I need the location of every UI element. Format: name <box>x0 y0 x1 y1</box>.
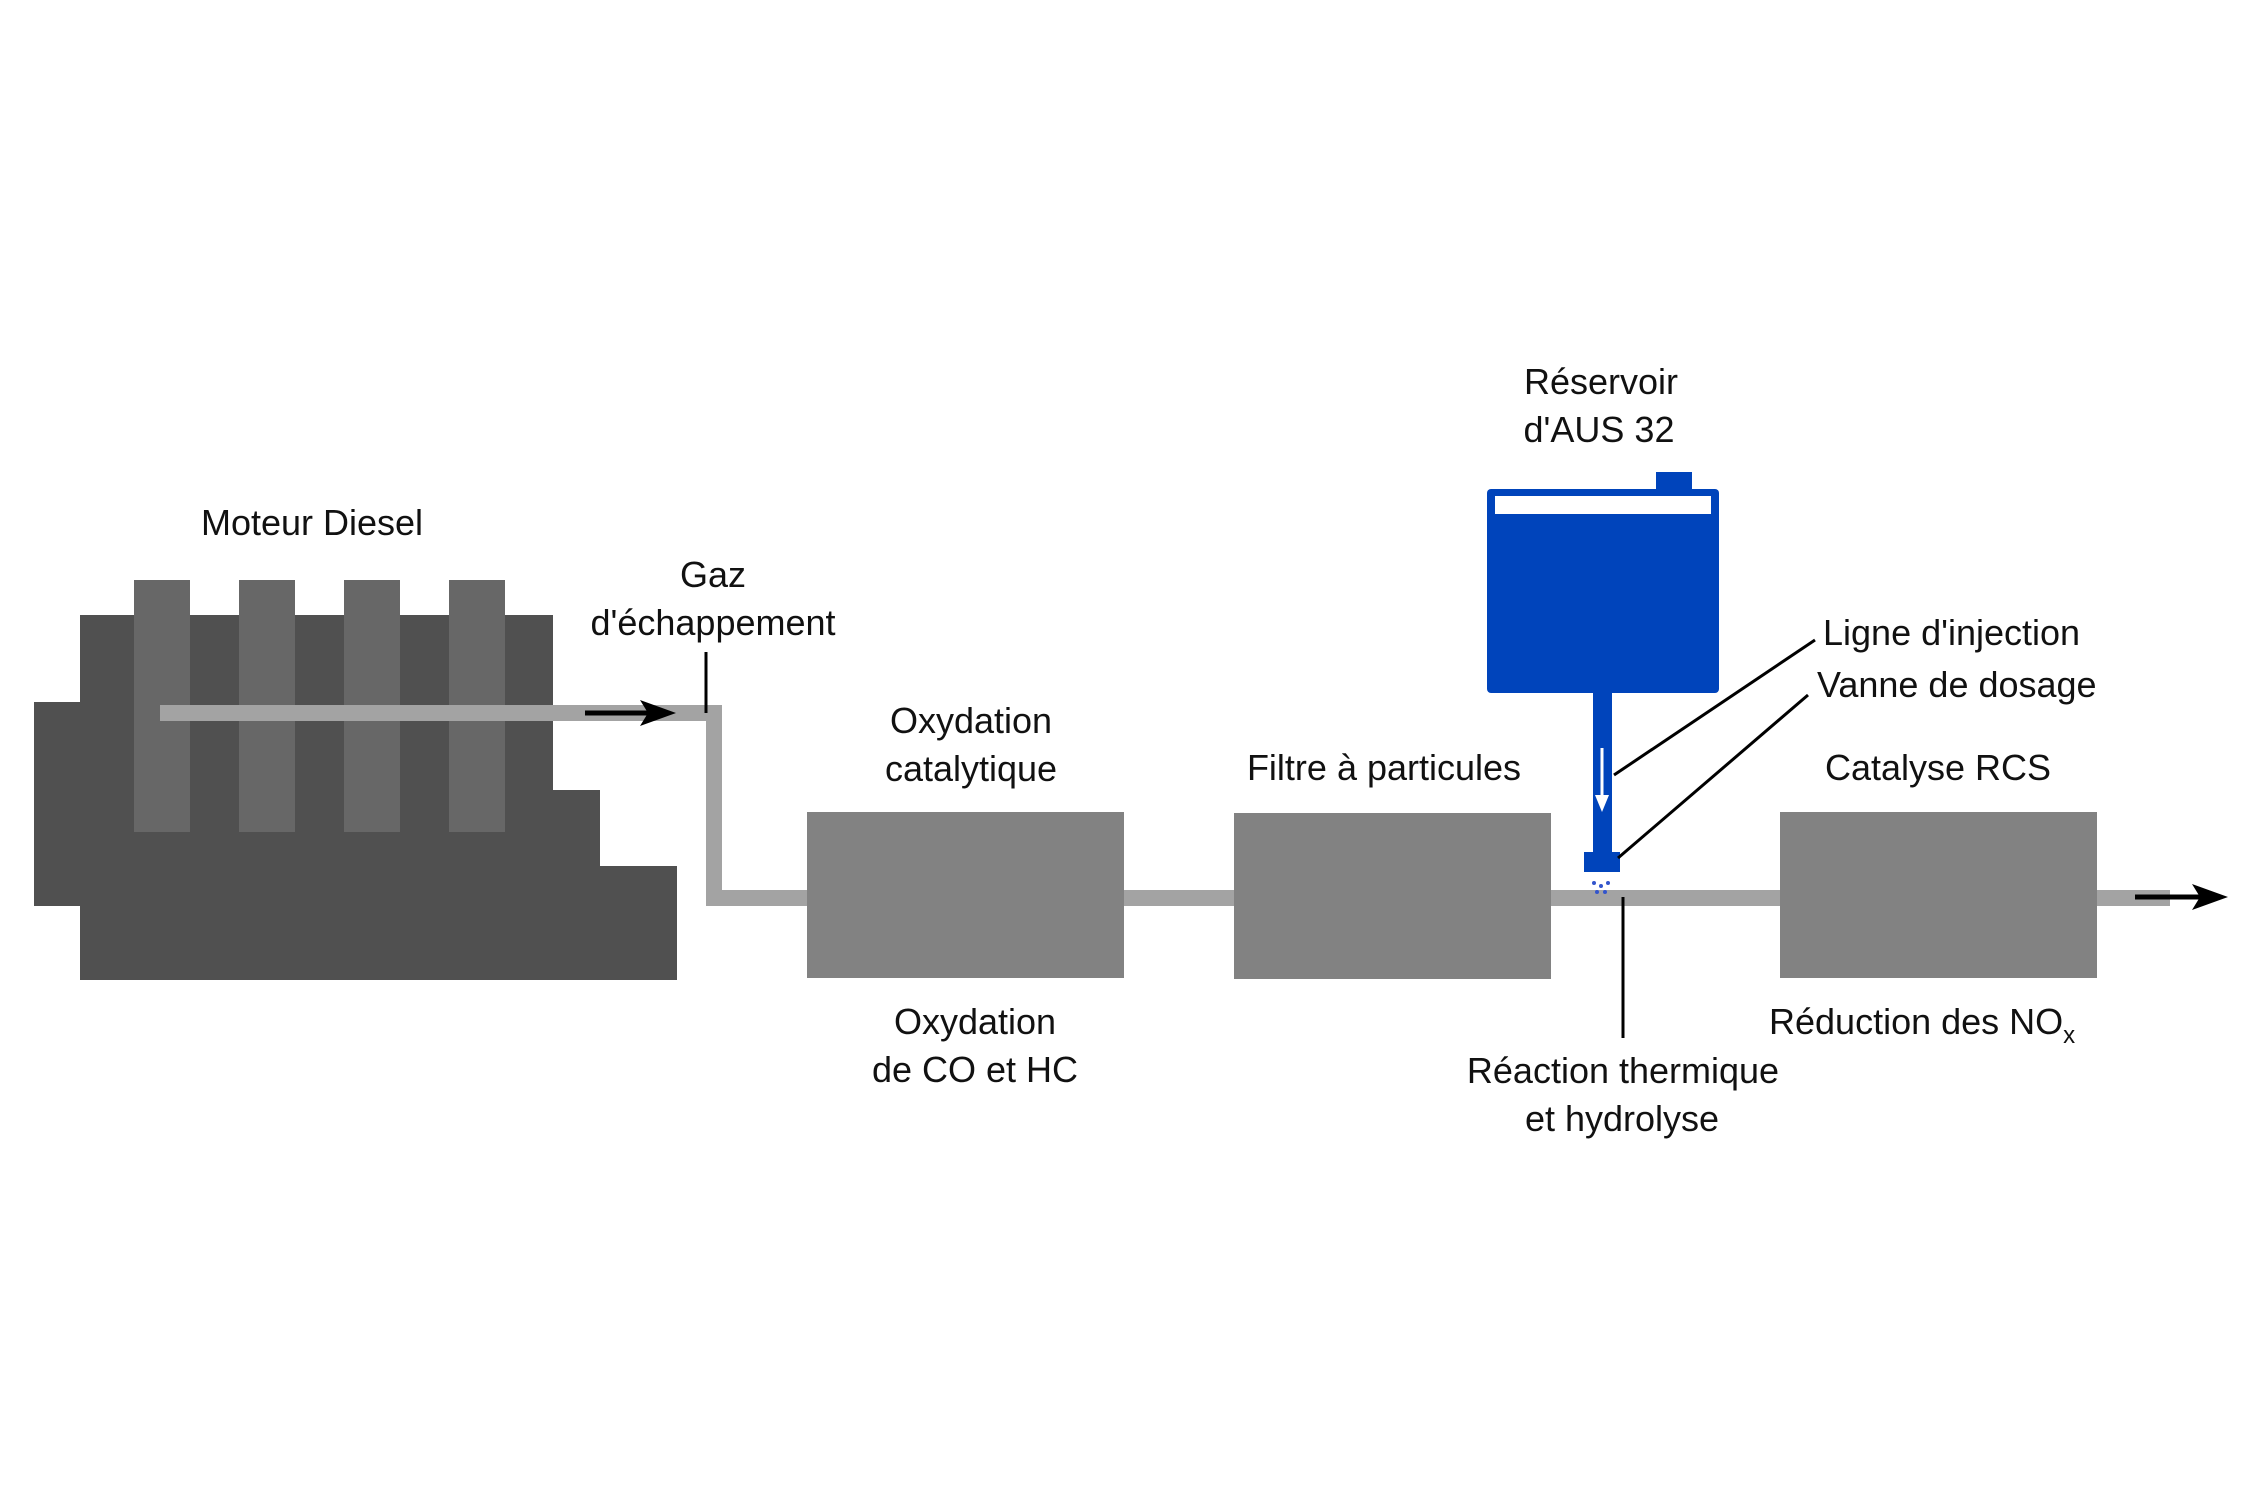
scr-catalyst-block <box>1780 812 2097 978</box>
dosing-valve-leader <box>1617 693 1809 860</box>
oxidation-catalyst-label-line2: catalytique <box>885 748 1057 789</box>
exhaust-gas-label-line2: d'échappement <box>590 602 835 643</box>
thermal-reaction-label-line1: Réaction thermique <box>1467 1050 1779 1091</box>
oxidation-catalyst-label-line1: Oxydation <box>890 700 1052 741</box>
tank-body <box>1487 489 1719 693</box>
dosing-valve-label: Vanne de dosage <box>1817 664 2097 705</box>
exhaust-gas-label-line1: Gaz <box>680 554 746 595</box>
diesel-engine <box>34 580 677 980</box>
tank-label-line2: d'AUS 32 <box>1524 409 1675 450</box>
nox-reduction-main: Réduction des NO <box>1769 1001 2063 1042</box>
injection-line-leader <box>1613 638 1816 777</box>
particulate-filter-label: Filtre à particules <box>1247 747 1521 788</box>
aus32-tank <box>1487 472 1719 894</box>
injection-flow-arrowhead <box>1595 795 1609 812</box>
oxidation-catalyst-block <box>807 812 1124 978</box>
scr-catalyst-label: Catalyse RCS <box>1825 747 2051 788</box>
spray-dots <box>1592 881 1610 894</box>
engine-label: Moteur Diesel <box>201 502 423 543</box>
injection-line-label: Ligne d'injection <box>1823 612 2080 653</box>
co-hc-oxidation-label-line1: Oxydation <box>894 1001 1056 1042</box>
tank-cap <box>1656 472 1692 492</box>
thermal-reaction-label-line2: et hydrolyse <box>1525 1098 1719 1139</box>
nox-reduction-label: Réduction des NOx <box>1769 1001 2075 1049</box>
co-hc-oxidation-label-line2: de CO et HC <box>872 1049 1078 1090</box>
exhaust-flow-arrow <box>585 700 676 726</box>
tank-fill-band <box>1495 496 1711 514</box>
outlet-flow-arrow <box>2135 884 2228 910</box>
tank-label-line1: Réservoir <box>1524 361 1678 402</box>
particulate-filter-block <box>1234 813 1551 979</box>
nox-reduction-subscript: x <box>2063 1022 2075 1049</box>
dosing-valve-body <box>1584 852 1620 872</box>
